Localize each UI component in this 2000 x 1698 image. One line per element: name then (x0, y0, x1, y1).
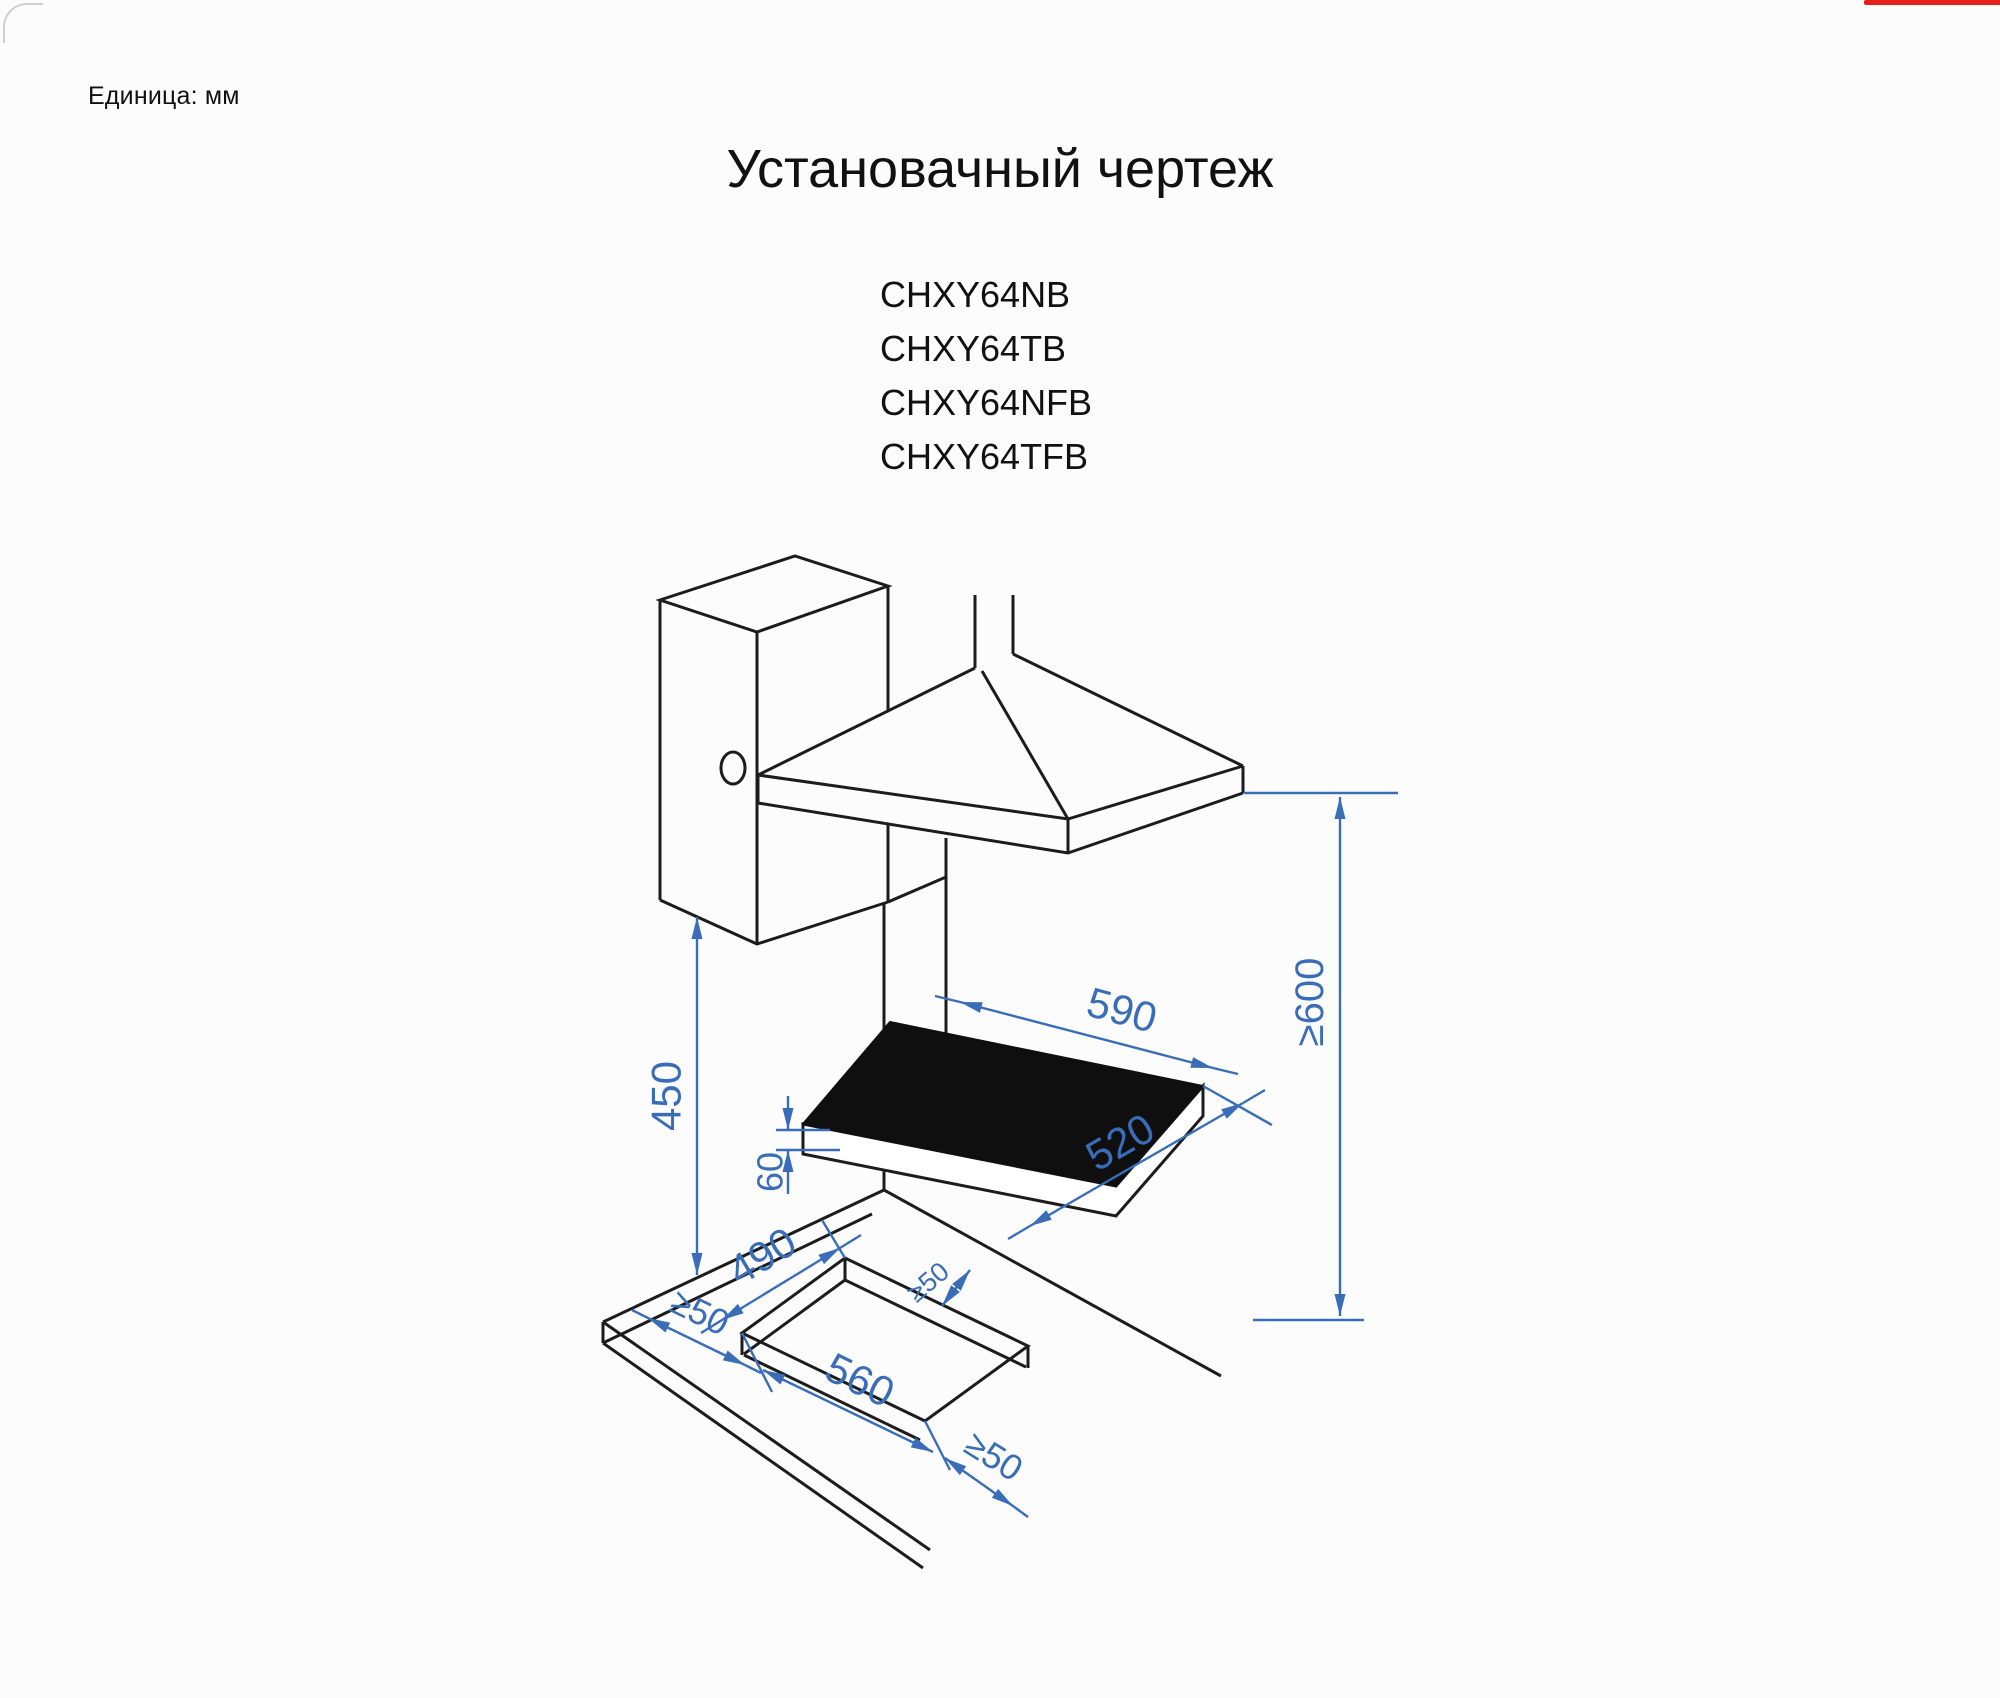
dimension-label-600: ≥600 (1288, 958, 1332, 1047)
worktop-back-edge (883, 1188, 1222, 1378)
model-name: CHXY64NB (880, 274, 1071, 315)
dimension-label-60: 60 (750, 1152, 791, 1192)
dimension-label-490: 490 (720, 1218, 804, 1294)
dimension-label-560: 560 (818, 1344, 902, 1417)
dimension-hood-min-height (1244, 791, 1398, 1322)
cabinet-back-bottom-edge (887, 875, 947, 904)
cutout-bottom-edge (743, 1278, 846, 1356)
dimension-label-50-left: ≥50 (664, 1280, 736, 1343)
model-name: CHXY64NFB (880, 382, 1093, 423)
worktop-front-edge (602, 1320, 931, 1552)
hood-silhouette (758, 595, 1243, 853)
worktop (601, 904, 1222, 1570)
cutout-bottom-edge (844, 1278, 1027, 1369)
dimension-clearance-left (631, 1308, 762, 1375)
hood-canopy-ridge (757, 666, 976, 777)
page-corner-decoration (3, 3, 43, 43)
cabinet-knob-icon (719, 750, 747, 786)
model-name: CHXY64TB (880, 328, 1067, 369)
dimension-hob-body-height (776, 1096, 840, 1194)
worktop-cutout (739, 1256, 1031, 1442)
model-list: CHXY64NB CHXY64TB CHXY64NFB CHXY64TFB (880, 268, 1092, 484)
top-red-accent-bar (1864, 0, 2000, 5)
dimension-hob-width (934, 994, 1239, 1076)
hood-canopy-ridge (1012, 652, 1244, 768)
cooker-hood (756, 595, 1245, 855)
dimension-clearance-back (941, 1269, 971, 1307)
model-name: CHXY64TFB (880, 436, 1089, 477)
worktop-front-bottom-edge (602, 1341, 924, 1570)
dimension-label-450: 450 (643, 1061, 690, 1131)
dimension-hob-depth (1007, 1084, 1273, 1241)
page-title: Установачный чертеж (726, 139, 1274, 199)
wall-cabinet (655, 554, 947, 946)
dimension-clearance-front (944, 1457, 1029, 1518)
unit-label: Единица: мм (88, 82, 240, 110)
dimension-label-50-front: ≥50 (958, 1423, 1030, 1489)
cabinet-top-face (655, 554, 893, 634)
cabinet-bottom-edges (659, 898, 889, 946)
dimension-label-590: 590 (1082, 978, 1162, 1042)
hood-canopy-ridge (980, 670, 1070, 820)
